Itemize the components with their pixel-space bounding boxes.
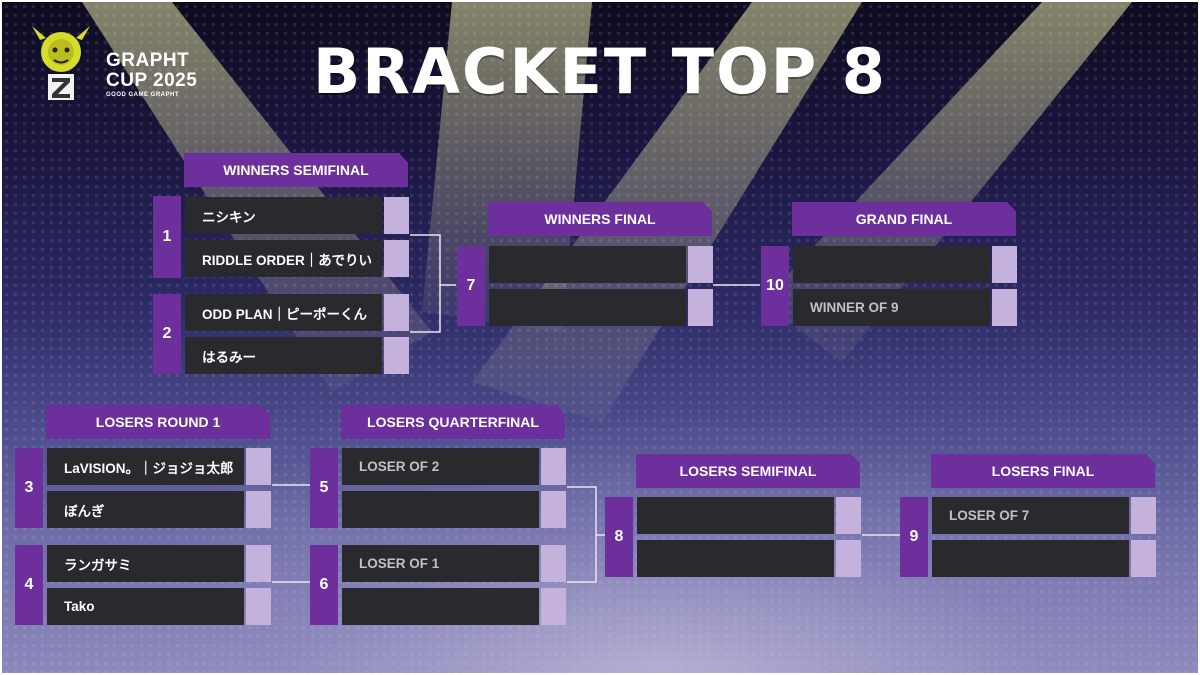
player-name xyxy=(342,588,539,625)
match-number-7: 7 xyxy=(457,246,485,326)
score-box xyxy=(246,545,271,582)
score-box xyxy=(246,588,271,625)
match-5-slot-bottom[interactable] xyxy=(342,491,566,528)
score-box xyxy=(384,240,409,277)
score-box xyxy=(836,497,861,534)
player-name xyxy=(342,491,539,528)
player-name xyxy=(637,497,834,534)
header-winners-semifinal: WINNERS SEMIFINAL xyxy=(184,153,408,187)
player-name: LOSER OF 1 xyxy=(342,545,539,582)
player-name: RIDDLE ORDER｜あでりい xyxy=(185,240,382,277)
score-box xyxy=(1131,497,1156,534)
match-number-6: 6 xyxy=(310,545,338,625)
match-number-10: 10 xyxy=(761,246,789,326)
score-box xyxy=(688,289,713,326)
match-4-slot-bottom[interactable]: Tako xyxy=(47,588,271,625)
match-9-slot-bottom[interactable] xyxy=(932,540,1156,577)
score-box xyxy=(541,588,566,625)
match-number-2: 2 xyxy=(153,294,181,374)
match-3-slot-top[interactable]: LaVISION。｜ジョジョ太郎 xyxy=(47,448,271,485)
player-name: LaVISION。｜ジョジョ太郎 xyxy=(47,448,244,485)
score-box xyxy=(384,337,409,374)
match-4-slot-top[interactable]: ランガサミ xyxy=(47,545,271,582)
match-5-slot-top[interactable]: LOSER OF 2 xyxy=(342,448,566,485)
score-box xyxy=(384,197,409,234)
score-box xyxy=(541,448,566,485)
match-8-slot-bottom[interactable] xyxy=(637,540,861,577)
player-name: ODD PLAN｜ピーポーくん xyxy=(185,294,382,331)
score-box xyxy=(836,540,861,577)
match-2-slot-top[interactable]: ODD PLAN｜ピーポーくん xyxy=(185,294,409,331)
header-losers-semifinal: LOSERS SEMIFINAL xyxy=(636,454,860,488)
match-9-slot-top[interactable]: LOSER OF 7 xyxy=(932,497,1156,534)
match-3-slot-bottom[interactable]: ぼんぎ xyxy=(47,491,271,528)
score-box xyxy=(541,545,566,582)
score-box xyxy=(384,294,409,331)
score-box xyxy=(992,246,1017,283)
match-7-slot-bottom[interactable] xyxy=(489,289,713,326)
page-title: BRACKET TOP 8 xyxy=(2,32,1198,112)
match-10-slot-bottom[interactable]: WINNER OF 9 xyxy=(793,289,1017,326)
match-10-slot-top[interactable] xyxy=(793,246,1017,283)
match-number-5: 5 xyxy=(310,448,338,528)
match-1-slot-top[interactable]: ニシキン xyxy=(185,197,409,234)
player-name xyxy=(489,246,686,283)
match-2-slot-bottom[interactable]: はるみー xyxy=(185,337,409,374)
player-name xyxy=(637,540,834,577)
score-box xyxy=(246,448,271,485)
player-name: LOSER OF 2 xyxy=(342,448,539,485)
match-number-8: 8 xyxy=(605,497,633,577)
player-name: WINNER OF 9 xyxy=(793,289,990,326)
match-6-slot-bottom[interactable] xyxy=(342,588,566,625)
match-number-1: 1 xyxy=(153,196,181,278)
match-number-3: 3 xyxy=(15,448,43,528)
score-box xyxy=(246,491,271,528)
header-winners-final: WINNERS FINAL xyxy=(488,202,712,236)
player-name: LOSER OF 7 xyxy=(932,497,1129,534)
score-box xyxy=(541,491,566,528)
player-name: Tako xyxy=(47,588,244,625)
player-name: ランガサミ xyxy=(47,545,244,582)
match-6-slot-top[interactable]: LOSER OF 1 xyxy=(342,545,566,582)
match-7-slot-top[interactable] xyxy=(489,246,713,283)
header-grand-final: GRAND FINAL xyxy=(792,202,1016,236)
match-8-slot-top[interactable] xyxy=(637,497,861,534)
score-box xyxy=(1131,540,1156,577)
player-name: ニシキン xyxy=(185,197,382,234)
match-1-slot-bottom[interactable]: RIDDLE ORDER｜あでりい xyxy=(185,240,409,277)
header-losers-quarterfinal: LOSERS QUARTERFINAL xyxy=(341,405,565,439)
header-losers-final: LOSERS FINAL xyxy=(931,454,1155,488)
score-box xyxy=(992,289,1017,326)
player-name: はるみー xyxy=(185,337,382,374)
match-number-9: 9 xyxy=(900,497,928,577)
header-losers-round1: LOSERS ROUND 1 xyxy=(46,405,270,439)
player-name xyxy=(489,289,686,326)
player-name: ぼんぎ xyxy=(47,491,244,528)
player-name xyxy=(932,540,1129,577)
score-box xyxy=(688,246,713,283)
match-number-4: 4 xyxy=(15,545,43,625)
player-name xyxy=(793,246,990,283)
